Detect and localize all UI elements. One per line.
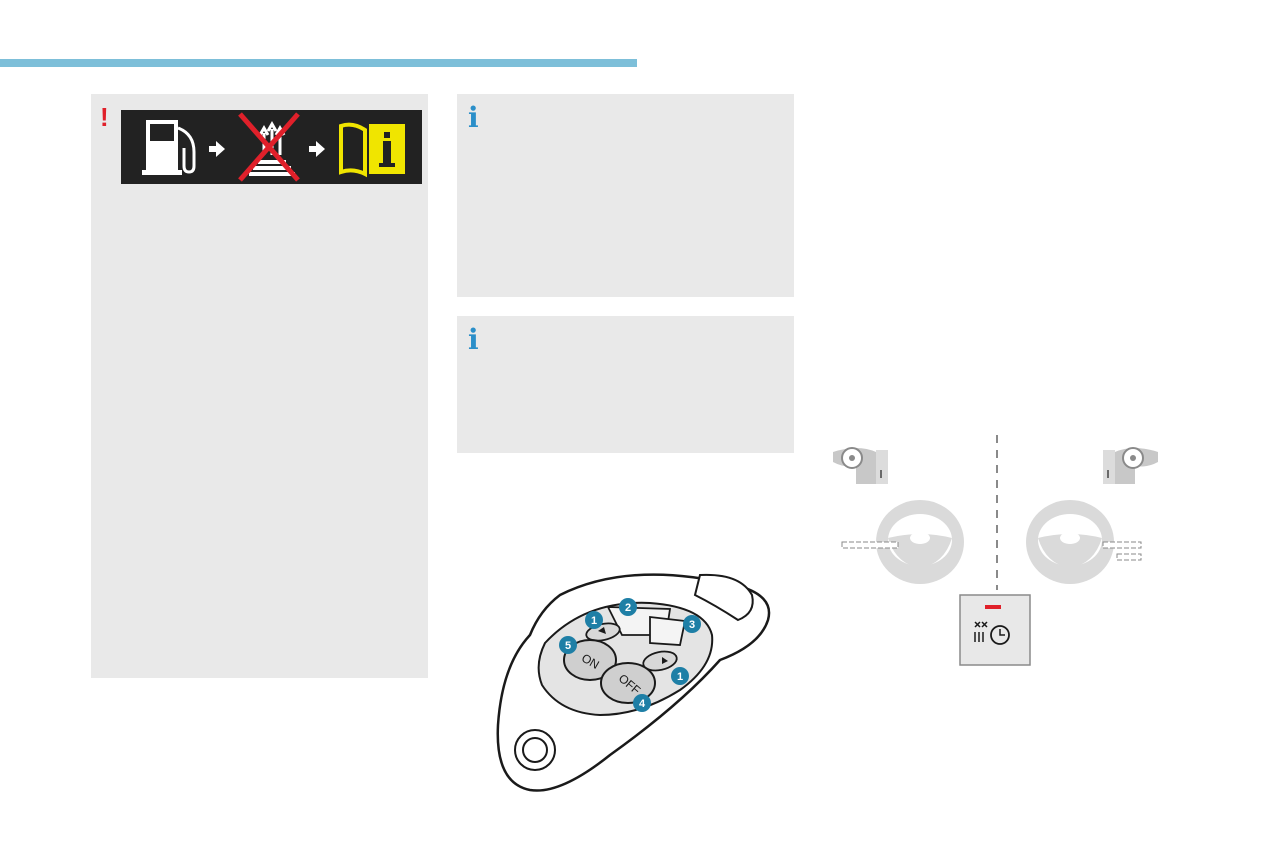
right-hand-drive-icon xyxy=(1103,447,1158,484)
callout-2: 2 xyxy=(619,598,637,616)
fan-timer-icon xyxy=(974,621,1010,645)
info-icon: i xyxy=(468,323,479,356)
callout-1: 1 xyxy=(585,611,603,629)
remote-control-illustration: ON OFF 1 2 3 1 4 5 xyxy=(496,573,771,792)
heater-crossed-icon xyxy=(238,112,300,182)
left-steering-wheel xyxy=(841,500,964,584)
svg-text:1: 1 xyxy=(677,671,683,683)
manual-book-icon xyxy=(339,122,405,178)
info-icon: i xyxy=(468,101,479,134)
fuel-pump-icon xyxy=(142,120,196,175)
arrow-right-icon xyxy=(309,141,325,157)
status-led xyxy=(985,605,1001,609)
left-hand-drive-icon xyxy=(833,447,888,484)
callout-5: 5 xyxy=(559,636,577,654)
arrow-right-icon xyxy=(209,141,225,157)
steering-position-diagram xyxy=(833,435,1158,666)
info-panel xyxy=(457,316,794,453)
heater-control-panel xyxy=(959,594,1031,666)
warning-panel xyxy=(91,94,428,678)
pictogram-strip xyxy=(121,110,422,184)
section-accent-bar xyxy=(0,59,637,67)
callout-4: 4 xyxy=(633,694,651,712)
svg-text:1: 1 xyxy=(591,615,597,627)
pictogram-svg xyxy=(142,112,405,182)
info-panel xyxy=(457,94,794,297)
callout-1: 1 xyxy=(671,667,689,685)
svg-text:3: 3 xyxy=(689,619,695,631)
svg-text:5: 5 xyxy=(565,640,571,652)
warning-icon: ! xyxy=(100,102,109,132)
svg-text:4: 4 xyxy=(639,698,646,710)
svg-text:2: 2 xyxy=(625,602,631,614)
right-steering-wheel xyxy=(1026,500,1142,584)
callout-3: 3 xyxy=(683,615,701,633)
